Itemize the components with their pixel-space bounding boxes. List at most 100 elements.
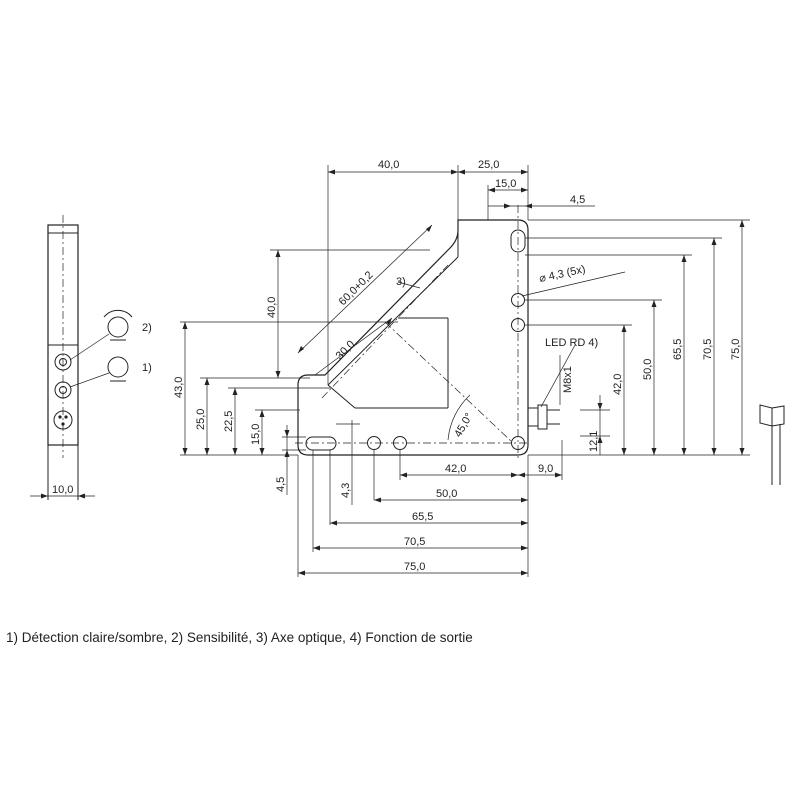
dim-diag-60: 60,0+0,2 [337, 269, 376, 308]
connector-housing [527, 407, 539, 427]
connector-pin [64, 415, 68, 419]
dim-arrow [521, 169, 528, 175]
note-3-label: 3) [396, 276, 406, 288]
sensitivity-rotation-icon [103, 309, 133, 318]
leader-3 [397, 281, 421, 289]
dim-arrow [78, 493, 85, 499]
dim-arrow [330, 520, 337, 526]
dim-arrow [284, 430, 290, 437]
leader-hole [521, 271, 626, 297]
dim-angle-45: 45,0° [452, 411, 475, 439]
potentiometer-sensitivity-center [59, 358, 67, 366]
dim-arrow [259, 410, 265, 417]
dim-arrow [458, 169, 465, 175]
angle-arc [447, 394, 471, 441]
dim-arrow [400, 472, 407, 478]
dim-arrow [298, 346, 304, 353]
side-view: 2) 1) 10,0 [30, 215, 152, 500]
dim-arrow [739, 220, 745, 227]
plate-inner-diagonal [327, 256, 459, 386]
dim-bottom-50: 50,0 [436, 488, 457, 500]
dim-arrow [284, 450, 290, 457]
dim-arrow [504, 203, 511, 209]
dim-right-75: 75,0 [730, 339, 742, 360]
dim-side-width: 10,0 [52, 484, 73, 496]
dim-line-diag-60 [297, 224, 433, 354]
hole-callout-label: ⌀ 4,3 (5x) [538, 263, 586, 285]
dim-arrow [488, 187, 495, 193]
light-dark-knob-icon [107, 356, 129, 378]
dim-arrow [374, 497, 381, 503]
dim-arrow [681, 448, 687, 455]
potentiometer-mode-icon [54, 381, 72, 399]
dim-arrow [204, 378, 210, 385]
dim-arrow [597, 436, 603, 443]
leader-1 [69, 372, 110, 388]
connector-nut [537, 404, 548, 430]
dim-left-43: 43,0 [173, 377, 185, 398]
main-view: 3) LED RD 4) M8x1 12,1 ⌀ 4,3 (5x) [173, 159, 750, 577]
dim-right-42: 42,0 [612, 374, 624, 395]
footnote-caption: 1) Détection claire/sombre, 2) Sensibili… [6, 630, 473, 645]
dim-bottom-70-5: 70,5 [404, 536, 425, 548]
dim-arrow [328, 169, 335, 175]
dim-arrow [511, 472, 518, 478]
dim-arrow [555, 472, 562, 478]
led-label: LED RD 4) [545, 337, 598, 349]
dim-bottom-75: 75,0 [404, 561, 425, 573]
dim-line-diag-30 [314, 317, 393, 376]
optical-axis-normal [384, 321, 513, 443]
dim-arrow [426, 225, 432, 232]
dim-arrow [259, 448, 265, 455]
dim-arrow [521, 545, 528, 551]
dim-left-40: 40,0 [266, 297, 278, 318]
connector-pin [58, 415, 62, 419]
dim-arrow [525, 203, 532, 209]
dim-arrow [232, 388, 238, 395]
optical-axis-line [321, 264, 449, 399]
note-1-label: 1) [142, 362, 152, 374]
connector-thread-label: M8x1 [562, 366, 574, 393]
dim-left-4-3: 4,3 [340, 483, 352, 498]
dim-arrow [521, 187, 528, 193]
dim-arrow [711, 238, 717, 245]
dim-left-4-5: 4,5 [275, 477, 287, 492]
dim-arrow [681, 255, 687, 262]
dim-arrow [521, 570, 528, 576]
dim-arrow [41, 493, 48, 499]
dim-top-4-5: 4,5 [570, 194, 585, 206]
slot-hole-bottom [305, 436, 337, 451]
dim-right-70-5: 70,5 [702, 339, 714, 360]
dim-arrow [182, 448, 188, 455]
slot-hole-top [510, 229, 526, 253]
dim-arrow [451, 169, 458, 175]
dim-left-25: 25,0 [195, 409, 207, 430]
leader-led [540, 344, 576, 408]
dim-arrow [651, 300, 657, 307]
dim-left-22-5: 22,5 [223, 411, 235, 432]
cable-plug-face [771, 405, 785, 427]
plate-bend-line [327, 384, 356, 409]
dim-arrow [232, 448, 238, 455]
dim-arrow [204, 448, 210, 455]
sensitivity-knob-icon [107, 316, 129, 338]
dim-bottom-9: 9,0 [538, 463, 553, 475]
dim-arrow [521, 520, 528, 526]
dim-top-15: 15,0 [495, 178, 516, 190]
cable-plug-body [759, 404, 773, 427]
dim-arrow [711, 448, 717, 455]
dim-top-25: 25,0 [478, 159, 499, 171]
note-2-label: 2) [142, 322, 152, 334]
dim-arrow [275, 250, 281, 257]
dim-12-1: 12,1 [588, 431, 600, 452]
dim-right-50: 50,0 [642, 359, 654, 380]
connector-pin [61, 422, 65, 426]
dim-arrow [651, 448, 657, 455]
leader-2 [69, 333, 110, 361]
dim-right-65-5: 65,5 [672, 339, 684, 360]
plate-outline [297, 219, 529, 456]
dim-arrow [521, 497, 528, 503]
dim-arrow [597, 403, 603, 410]
potentiometer-sensitivity-icon [54, 353, 72, 371]
